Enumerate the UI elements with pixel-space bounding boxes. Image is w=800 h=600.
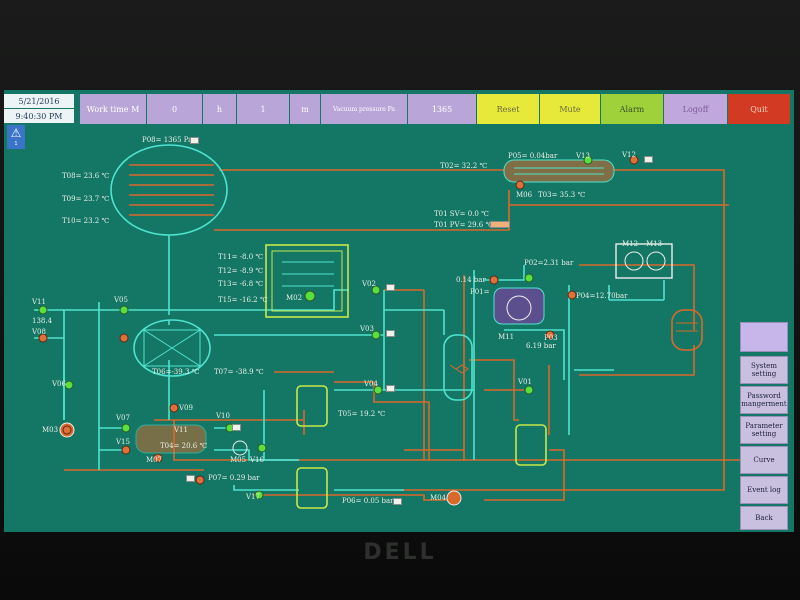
back-button[interactable]: Back	[740, 506, 788, 530]
system-setting-button[interactable]: System setting	[740, 356, 788, 384]
v16-label: V16	[250, 456, 264, 464]
p07-reading: P07= 0.29 bar	[208, 474, 260, 482]
reset-button[interactable]: Reset	[477, 94, 539, 124]
v03-button[interactable]	[386, 330, 395, 337]
p01-bar-reading: 0.14 bar	[456, 276, 486, 284]
m02-label: M02	[286, 294, 303, 302]
t15-reading: T15= -16.2 ℃	[218, 296, 268, 304]
t10-reading: T10= 23.2 ℃	[62, 217, 110, 225]
t06-reading: T06=-39.3 ℃	[152, 368, 200, 376]
t01-pv-reading: T01 PV= 29.6 ℃	[434, 221, 494, 229]
m04-label: M04	[430, 494, 447, 502]
unit-value: 1	[237, 94, 289, 124]
t03-reading: T03= 35.3 ℃	[538, 191, 586, 199]
v04-button[interactable]	[386, 385, 395, 392]
v11-value: 138.4	[32, 317, 53, 325]
event-log-button[interactable]: Event log	[740, 476, 788, 504]
logoff-button[interactable]: Logoff	[664, 94, 727, 124]
m03-label: M03	[42, 426, 59, 434]
t01-pv-button[interactable]	[490, 221, 510, 228]
p04-reading: P04=12.70bar	[576, 292, 628, 300]
v10-label: V10	[216, 412, 230, 420]
t02-reading: T02= 32.2 ℃	[440, 162, 488, 170]
p03-bar-reading: 6.19 bar	[526, 342, 556, 350]
t05-reading: T05= 19.2 ℃	[338, 410, 386, 418]
sidebar-blank-button[interactable]	[740, 322, 788, 352]
m13-label: M13	[646, 240, 663, 248]
v06-label: V06	[52, 380, 66, 388]
v17-label: V17	[246, 493, 260, 501]
v12-label: V12	[622, 151, 636, 159]
v03-label: V03	[360, 325, 374, 333]
warning-count: 1	[14, 141, 18, 147]
t01-sv-reading: T01 SV= 0.0 ℃	[434, 210, 489, 218]
m12-label: M12	[622, 240, 639, 248]
v14-label: V11	[174, 426, 188, 434]
date-display: 5/21/2016	[4, 94, 74, 108]
p06-button[interactable]	[393, 498, 402, 505]
p01-label: P01=	[470, 288, 490, 296]
process-diagram	[34, 144, 764, 509]
v10-button[interactable]	[232, 424, 241, 431]
dell-logo: DELL	[363, 540, 437, 565]
m07-label: M07	[146, 456, 163, 464]
m11-label: M11	[498, 333, 515, 341]
v09-label: V09	[179, 404, 193, 412]
alarm-button[interactable]: Alarm	[601, 94, 663, 124]
v02-label: V02	[362, 280, 376, 288]
m05-label: M05	[230, 456, 247, 464]
v01-label: V01	[518, 378, 532, 386]
v15-label: V15	[116, 438, 130, 446]
time-display: 9:40:30 PM	[4, 109, 74, 123]
t13-reading: T13= -6.8 ℃	[218, 280, 264, 288]
v07-label: V07	[116, 414, 130, 422]
unit-m-label: m	[290, 94, 320, 124]
t09-reading: T09= 23.7 ℃	[62, 195, 110, 203]
v11-label: V11	[32, 298, 46, 306]
p06-reading: P06= 0.05 bar	[342, 497, 394, 505]
warning-icon[interactable]: ⚠1	[7, 125, 25, 149]
v12-button[interactable]	[644, 156, 653, 163]
p08-reading: P08= 1365 Pa	[142, 136, 193, 144]
v08-label: V08	[32, 328, 46, 336]
m06-label: M06	[516, 191, 533, 199]
t11-reading: T11= -8.0 ℃	[218, 253, 264, 261]
p05-reading: P05= 0.04bar	[508, 152, 558, 160]
mute-button[interactable]: Mute	[540, 94, 600, 124]
password-management-button[interactable]: Password mangerment	[740, 386, 788, 414]
vacuum-pressure-label: Vacuum pressure Pa	[321, 94, 407, 124]
v02-button[interactable]	[386, 284, 395, 291]
t04-reading: T04= 20.6 ℃	[160, 442, 208, 450]
p07-button[interactable]	[186, 475, 195, 482]
p03-label: P03	[544, 334, 558, 342]
curve-button[interactable]: Curve	[740, 446, 788, 474]
t12-reading: T12= -8.9 ℃	[218, 267, 264, 275]
hmi-screen: 5/21/2016 9:40:30 PM Work time M 0 h 1 m…	[4, 90, 794, 532]
v05-label: V05	[114, 296, 128, 304]
work-time-value: 0	[147, 94, 202, 124]
quit-button[interactable]: Quit	[728, 94, 790, 124]
parameter-setting-button[interactable]: Parameter setting	[740, 416, 788, 444]
v04-label: V04	[364, 380, 378, 388]
v13-label: V13	[576, 152, 590, 160]
unit-h-label: h	[203, 94, 236, 124]
t08-reading: T08= 23.6 ℃	[62, 172, 110, 180]
p08-button[interactable]	[190, 137, 199, 144]
vacuum-pressure-value: 1365	[408, 94, 476, 124]
work-time-label: Work time M	[80, 94, 146, 124]
p02-reading: P02=2.31 bar	[524, 259, 574, 267]
t07-reading: T07= -38.9 ℃	[214, 368, 264, 376]
